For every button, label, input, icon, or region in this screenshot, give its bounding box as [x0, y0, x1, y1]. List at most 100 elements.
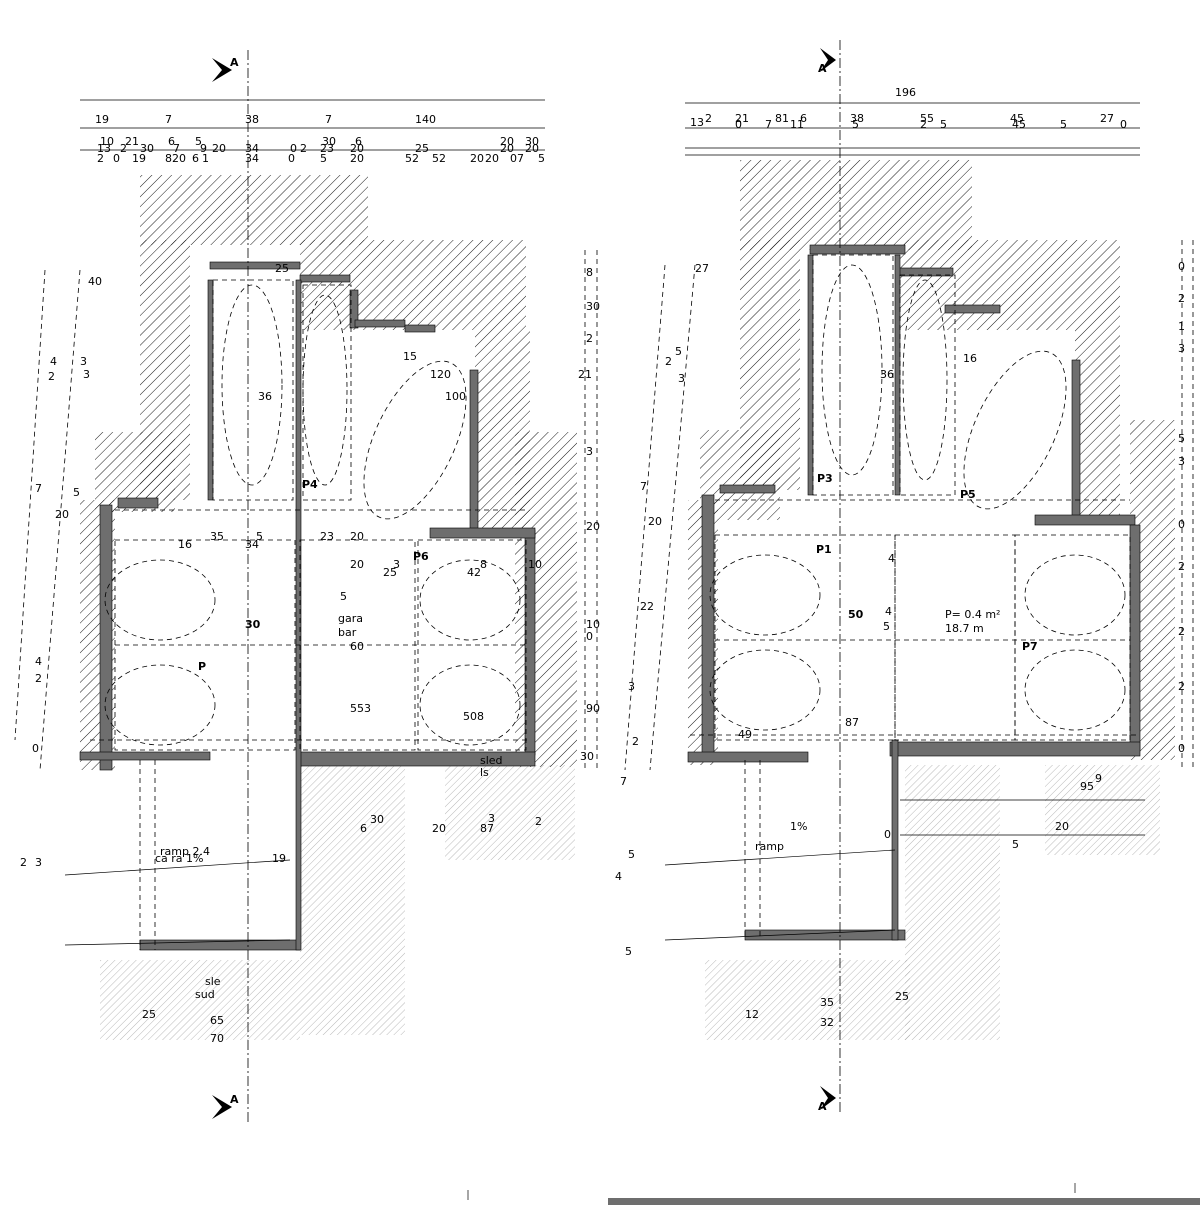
r-car-1: [821, 264, 883, 476]
ground-hatch-right: [445, 765, 575, 860]
label-garage: gara: [338, 612, 363, 625]
top-dim-row3-8: 2: [300, 142, 307, 155]
label-ramp: ramp 2.4: [160, 845, 210, 858]
r-right-dim-1: 2: [1178, 292, 1185, 305]
top-dim-row2-5: 6: [355, 135, 362, 148]
r-right-dim-8: 2: [1178, 625, 1185, 638]
r-bay-center: [894, 534, 1016, 741]
top-dim-row4-3: 820: [165, 152, 186, 165]
left-dim-7: 20: [55, 508, 69, 521]
top-dim-row3-12: 25: [415, 142, 429, 155]
right-dim-4: 3: [586, 445, 593, 458]
right-dim-0: 8: [586, 266, 593, 279]
bay-dim-8: 42: [467, 566, 481, 579]
bay-dim-5: 34: [245, 538, 259, 551]
r-top-dim-row3-7: 5: [1060, 118, 1067, 131]
top-dim-row3-11: 52: [405, 152, 419, 165]
r-section-mark-top-arrow: [820, 48, 836, 72]
car-outline-6: [419, 664, 521, 746]
r-label-ramp: ramp: [755, 840, 784, 853]
left-dim-0: 40: [88, 275, 102, 288]
wall-right-upper: [469, 369, 479, 531]
bay-dim-9: 8: [480, 558, 487, 571]
right-dim-8: 90: [586, 702, 600, 715]
r-label-d95: 95: [1080, 780, 1094, 793]
top-dim-row1-0: 19: [95, 113, 109, 126]
right-top-dimensions: 196 13 2 21 81 6 38 55 45 27 0 7 11 5 2 …: [685, 86, 1140, 156]
left-dim-10: 0: [32, 742, 39, 755]
r-top-dim-row3-0: 0: [735, 118, 742, 131]
r-label-d4: 4: [885, 605, 892, 618]
top-dim-row3-1: 2: [120, 142, 127, 155]
left-dim-2: 3: [83, 368, 90, 381]
r-wall-step-2: [944, 304, 1001, 314]
right-labels: P3 P5 P1 P7 P= 0.4 m² 18.7 m 16 36 50 87…: [738, 352, 1102, 1029]
top-dim-row2-3: 5: [195, 135, 202, 148]
car-outline-4: [104, 664, 216, 746]
left-plan: A A 19 7 38 7 140 10 21 6 5 30 6 20 30 1…: [14, 50, 600, 1125]
r-left-dim-9: 7: [620, 775, 627, 788]
r-label-dim12: 12: [745, 1008, 759, 1021]
r-label-d35: 35: [820, 996, 834, 1009]
top-dim-row2-0: 10: [100, 135, 114, 148]
top-dim-row3-7: 0: [290, 142, 297, 155]
r-hatch-top: [740, 160, 972, 250]
bay-dim-4: 16: [178, 538, 192, 551]
wall-bottom-left: [79, 751, 211, 761]
top-dim-row3-9: 23: [320, 142, 334, 155]
left-labels: P4 P6 P gara bar 553 508 30 36 120 100 1…: [142, 262, 542, 1045]
r-top-dim-row2-3: 81: [775, 112, 789, 125]
label-area1: 553: [350, 702, 371, 715]
r-label-p1: P1: [816, 543, 832, 556]
top-dim-row2-7: 30: [525, 135, 539, 148]
r-section-mark-bottom: A: [818, 1100, 827, 1113]
wall-step-1: [299, 274, 351, 283]
left-dim-1: 4: [50, 355, 57, 368]
bay-dim-1: 5: [256, 530, 263, 543]
left-dim-3: 2: [48, 370, 55, 383]
bay-dim-3: 20: [350, 530, 364, 543]
r-top-dim-row2-4: 6: [800, 112, 807, 125]
wall-step-3: [354, 319, 406, 328]
left-dim-8: 4: [35, 655, 42, 668]
r-right-dim-7: 2: [1178, 560, 1185, 573]
ground-hatch-center: [300, 765, 405, 1035]
r-wall-col-c: [891, 739, 899, 941]
r-left-dim-8: 2: [632, 735, 639, 748]
left-parking-bays: [64, 279, 530, 950]
top-dim-row4-11: 20: [485, 152, 499, 165]
top-dim-row1-3: 7: [325, 113, 332, 126]
ground-hatch-bottom: [100, 960, 300, 1040]
top-dim-row4-8: 5: [320, 152, 327, 165]
r-bay-p5: [899, 274, 956, 496]
car-outline-7: [363, 360, 467, 520]
r-top-dim-row3-6: 45: [1012, 118, 1026, 131]
r-top-dim-row2-0: 13: [690, 116, 704, 129]
r-left-dim-10: 4: [615, 870, 622, 883]
top-dim-row3-6: 34: [245, 142, 259, 155]
left-dim-9: 2: [35, 672, 42, 685]
section-mark-top-arrow: [212, 58, 232, 82]
label-dim-19: 19: [272, 852, 286, 865]
label-slope: ca ra 1%: [155, 852, 204, 865]
r-top-dim-row2-6: 55: [920, 112, 934, 125]
top-dim-row4-13: 5: [538, 152, 545, 165]
r-right-dim-0: 0: [1178, 260, 1185, 273]
section-mark-bottom-arrow: [212, 1095, 232, 1119]
r-label-area2: 18.7 m: [945, 622, 984, 635]
right-dim-3: 21: [578, 368, 592, 381]
bay-dim-6: 20: [350, 558, 364, 571]
label-sled2: ls: [480, 766, 489, 779]
section-mark-bottom: A: [230, 1093, 239, 1106]
top-dim-row3-5: 20: [212, 142, 226, 155]
r-label-d9: 9: [1095, 772, 1102, 785]
wall-step-2: [349, 289, 359, 329]
r-wall-p7-top: [1034, 514, 1136, 526]
r-label-p7: P7: [1022, 640, 1038, 653]
right-dim-2: 2: [586, 332, 593, 345]
label-area2: 508: [463, 710, 484, 723]
label-dim-70: 70: [210, 1032, 224, 1045]
r-label-d25: 25: [895, 990, 909, 1003]
top-dim-row1-1: 7: [165, 113, 172, 126]
